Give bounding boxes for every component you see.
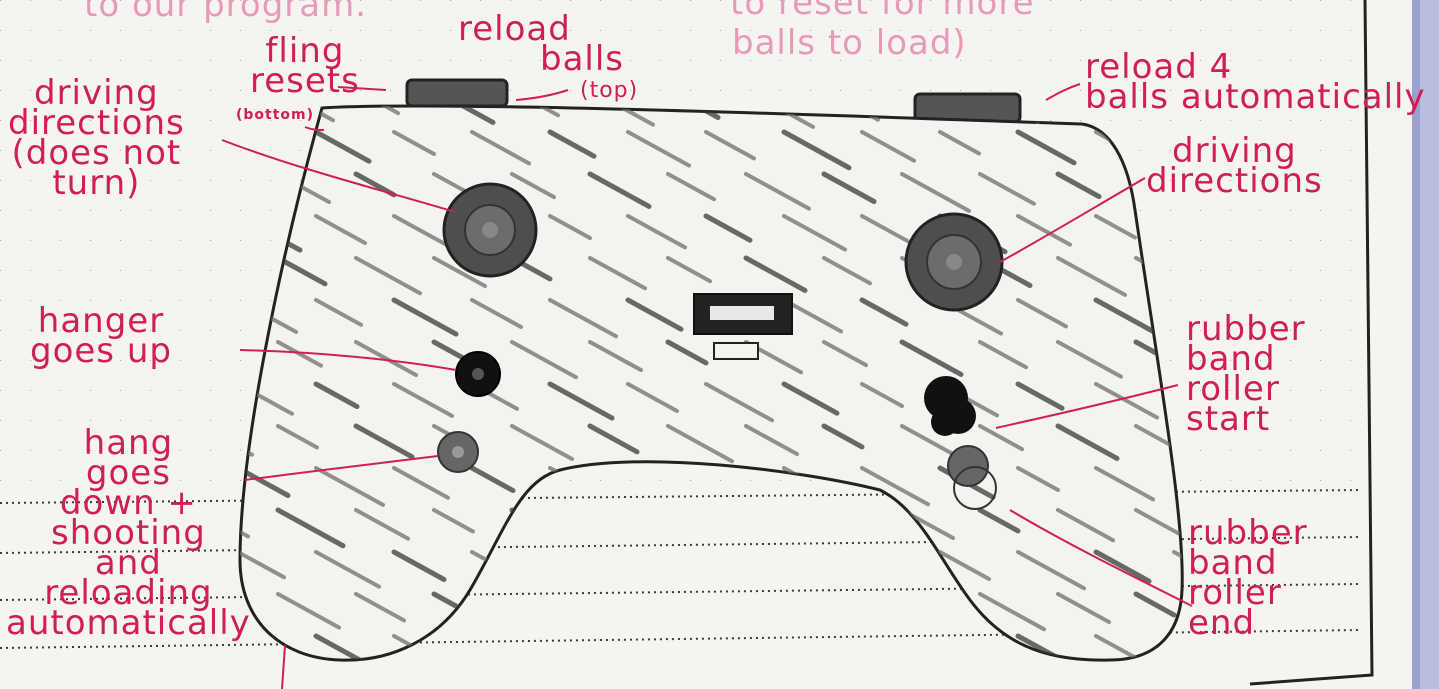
label-roller-end: rubber band roller end <box>1188 518 1308 638</box>
top-note-right-line2: balls to load) <box>732 28 967 58</box>
label-hang-down: hang goes down + shooting and reloading … <box>6 428 251 638</box>
center-small-button[interactable] <box>714 343 758 359</box>
top-note-left: to our program. <box>84 0 367 20</box>
label-roller-start: rubber band roller start <box>1186 314 1306 434</box>
label-left-stick: driving directions (does not turn) <box>8 78 185 198</box>
roller-end-button[interactable] <box>948 446 988 486</box>
left-bumper-button[interactable] <box>407 80 507 106</box>
top-note-right: to reset for more <box>730 0 1035 18</box>
label-reload-4-balls: reload 4 balls automatically <box>1085 52 1426 112</box>
label-fling-resets-note: (bottom) <box>236 108 314 122</box>
label-hanger-up: hanger goes up <box>30 306 172 366</box>
label-fling-resets: fling resets <box>250 36 360 96</box>
label-right-stick: driving directions <box>1146 136 1323 196</box>
